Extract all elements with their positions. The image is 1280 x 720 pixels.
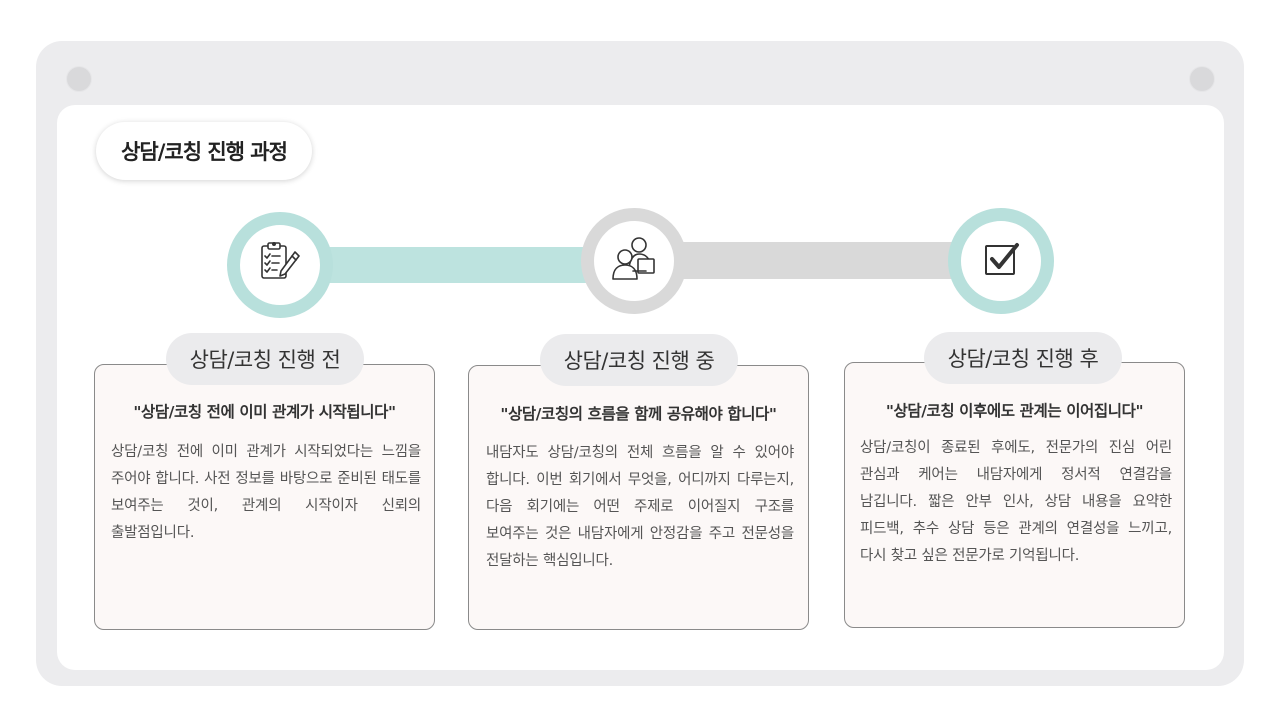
checkbox-checked-icon	[979, 237, 1023, 285]
stage-3-node	[948, 208, 1054, 314]
stage-quote: "상담/코칭 이후에도 관계는 이어집니다"	[885, 402, 1144, 420]
stage-card-during: "상담/코칭의 흐름을 함께 공유해야 합니다" 내담자도 상담/코칭의 전체 …	[468, 365, 809, 630]
stage-quote: "상담/코칭 전에 이미 관계가 시작됩니다"	[133, 403, 396, 421]
stage-1-node	[227, 212, 333, 318]
stage-label-during: 상담/코칭 진행 중	[540, 334, 738, 386]
frame-dot-right	[1189, 66, 1215, 92]
stage-card-before: "상담/코칭 전에 이미 관계가 시작됩니다" 상담/코칭 전에 이미 관계가 …	[94, 364, 435, 630]
stage-description: 상담/코칭이 종료된 후에도, 전문가의 진심 어린 관심과 케어는 내담자에게…	[860, 440, 1172, 564]
stage-description: 상담/코칭 전에 이미 관계가 시작되었다는 느낌을 주어야 합니다. 사전 정…	[111, 444, 421, 541]
progress-connector-pending	[680, 242, 965, 279]
stage-card-after: "상담/코칭 이후에도 관계는 이어집니다" 상담/코칭이 종료된 후에도, 전…	[844, 362, 1185, 628]
stage-label-after: 상담/코칭 진행 후	[924, 332, 1122, 384]
two-people-consulting-icon	[606, 231, 662, 291]
page-title: 상담/코칭 진행 과정	[96, 122, 312, 180]
stage-2-node	[581, 208, 687, 314]
frame-dot-left	[66, 66, 92, 92]
progress-connector-completed	[318, 247, 600, 283]
clipboard-checklist-icon	[255, 238, 305, 292]
stage-description: 내담자도 상담/코칭의 전체 흐름을 알 수 있어야 합니다. 이번 회기에서 …	[486, 445, 794, 569]
stage-label-before: 상담/코칭 진행 전	[166, 333, 364, 385]
stage-quote: "상담/코칭의 흐름을 함께 공유해야 합니다"	[500, 405, 777, 423]
